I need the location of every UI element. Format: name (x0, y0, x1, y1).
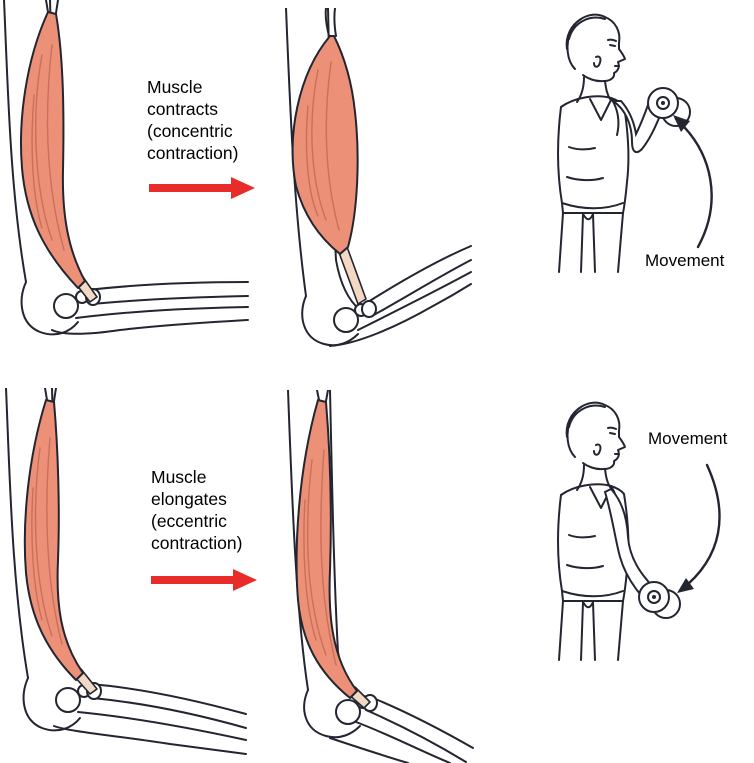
elbow-joint (53, 293, 79, 319)
upper-tendon-lines (316, 390, 329, 402)
caption-line: Muscle (151, 467, 207, 487)
caption-line: contraction) (147, 143, 239, 163)
person-lowering-dumbbell-illustration (557, 401, 721, 661)
caption-line: (concentric (147, 121, 233, 141)
red-arrow-icon (149, 177, 255, 199)
upper-tendon-lines (44, 388, 57, 402)
caption-line: contraction) (151, 533, 243, 553)
arm-elongating-illustration (5, 388, 247, 755)
muscle-striations (303, 449, 337, 666)
radius-head (361, 300, 377, 318)
arm-extended-relaxed-illustration (3, 0, 249, 336)
dumbbell-icon (638, 581, 681, 619)
concentric-caption: Muscle contracts (concentric contraction… (147, 76, 238, 164)
person-body (557, 401, 630, 661)
upper-tendon-lines (324, 8, 337, 37)
arm-bones (285, 8, 472, 347)
lowered-arm (603, 487, 653, 596)
elbow-joint (335, 699, 361, 725)
muscle-striations (31, 437, 63, 645)
muscle-striations (305, 61, 340, 231)
elbow-joint (55, 687, 81, 713)
movement-arrow-down-icon (677, 463, 721, 593)
biceps-muscle (291, 35, 359, 255)
biceps-muscle (23, 399, 84, 681)
caption-line: (eccentric (151, 511, 227, 531)
elbow-joint (333, 307, 359, 333)
eccentric-caption: Muscle elongates (eccentric contraction) (151, 466, 242, 554)
caption-line: Muscle (147, 77, 203, 97)
arm-extended-elongated-illustration (287, 390, 474, 763)
muscle-striations (31, 44, 65, 251)
movement-label-down: Movement (648, 429, 728, 448)
arm-flexed-contracted-illustration (285, 8, 472, 347)
red-arrow-icon (151, 569, 257, 591)
caption-line: elongates (151, 489, 227, 509)
person-lifting-dumbbell-illustration (557, 13, 713, 273)
caption-line: contracts (147, 99, 218, 119)
flexed-arm (609, 100, 663, 154)
movement-label-up: Movement (645, 251, 725, 270)
biceps-muscle (20, 11, 86, 289)
upper-tendon-lines (45, 0, 59, 14)
movement-arrow-up-icon (673, 115, 713, 249)
biceps-muscle (295, 399, 358, 699)
person-body (557, 13, 630, 273)
